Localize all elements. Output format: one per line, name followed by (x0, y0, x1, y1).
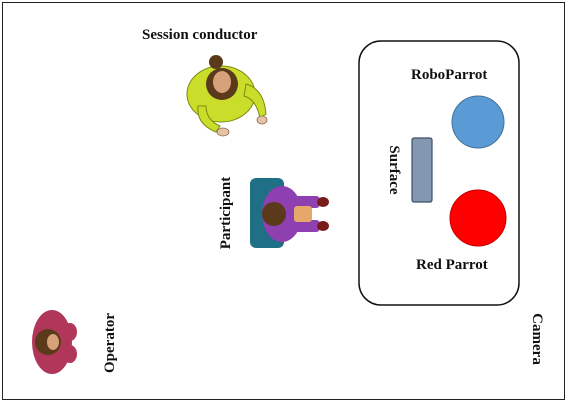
operator-figure (32, 310, 77, 374)
session-conductor-figure (186, 55, 268, 137)
surface-rectangle (411, 137, 433, 203)
red-parrot-label: Red Parrot (416, 257, 488, 273)
participant-label: Participant (218, 176, 234, 250)
operator-label: Operator (102, 313, 118, 373)
surface-label: Surface (386, 145, 402, 195)
session-conductor-label: Session conductor (142, 27, 258, 43)
robot-area (358, 40, 520, 306)
robo-parrot-circle (451, 95, 505, 149)
robo-parrot-label: RoboParrot (411, 67, 488, 83)
robot-area-border (358, 40, 520, 306)
red-parrot-circle (449, 189, 507, 247)
participant-figure (250, 178, 329, 248)
camera-label: Camera (529, 313, 545, 365)
